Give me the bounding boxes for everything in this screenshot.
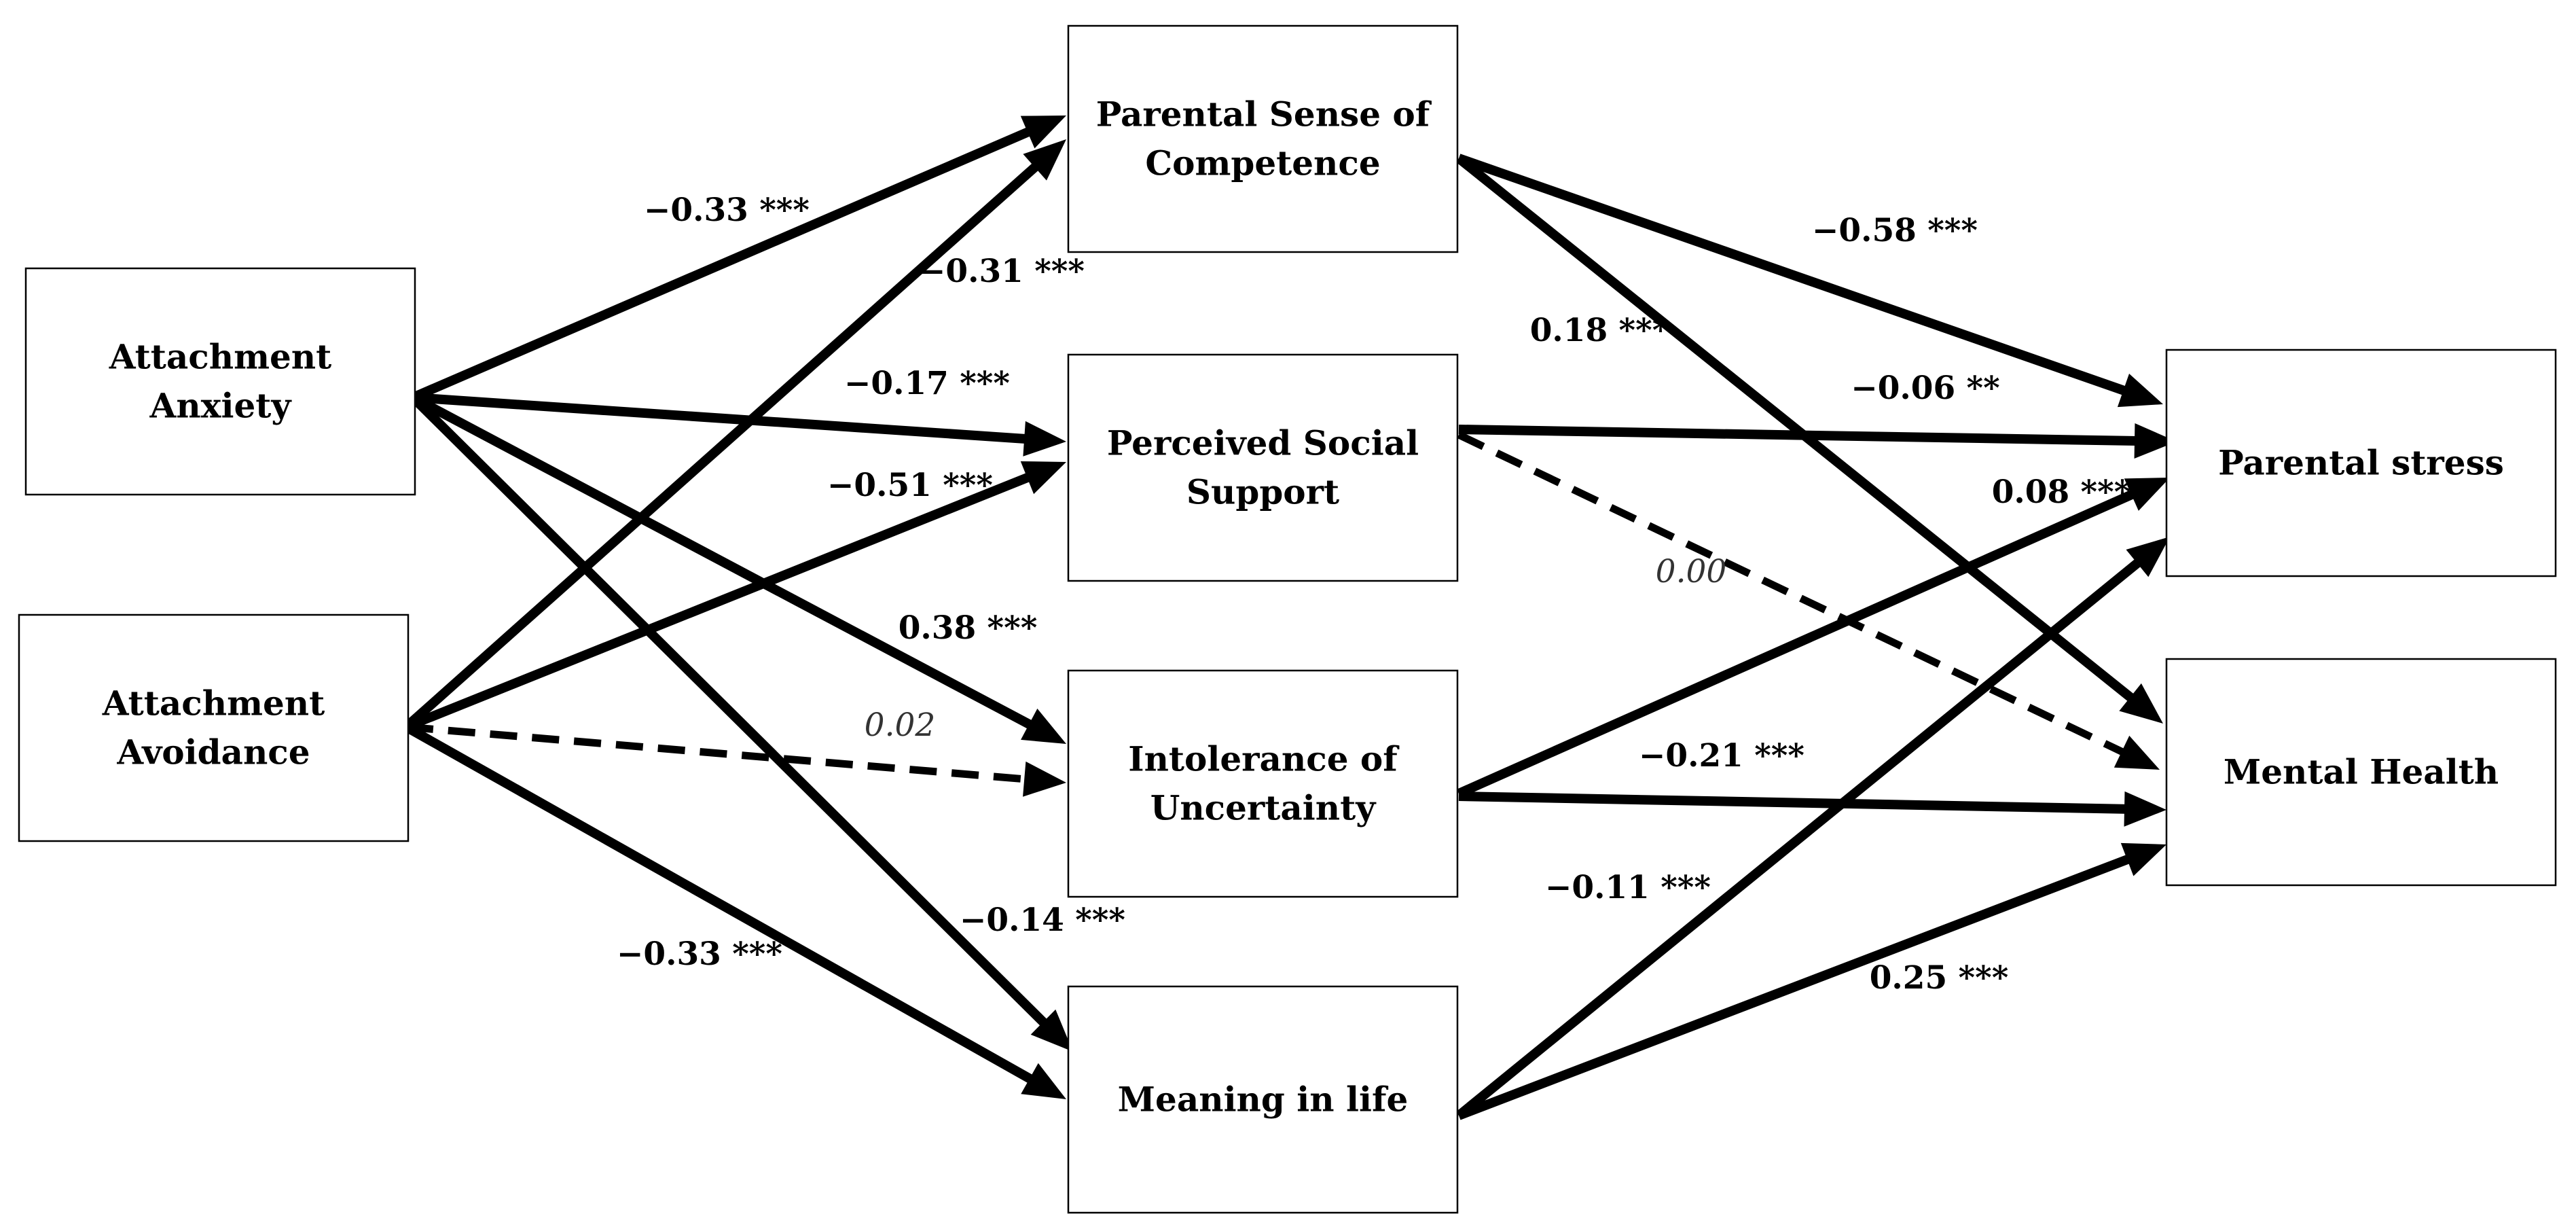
node-label-line: Competence xyxy=(1145,143,1380,183)
path-arrow-meaning-in-life-to-parental-stress xyxy=(1455,537,2170,1120)
coefficient-label: 0.18 *** xyxy=(1530,312,1669,349)
arrow-line-dashed xyxy=(1457,431,2126,756)
path-arrow-attachment-avoidance-to-meaning-in-life xyxy=(403,722,1066,1099)
node-box xyxy=(18,613,410,842)
node-box xyxy=(1067,985,1459,1214)
node-label-line: Uncertainty xyxy=(1150,788,1377,828)
coefficient-label: 0.08 *** xyxy=(1992,474,2131,511)
coefficient-label: −0.14 *** xyxy=(960,902,1125,939)
coefficient-label: 0.38 *** xyxy=(899,609,1038,647)
node-label-line: Parental stress xyxy=(2218,443,2504,483)
arrow-line xyxy=(1457,154,2128,396)
coefficient-label: −0.11 *** xyxy=(1545,869,1711,906)
path-arrow-intolerance-of-uncertainty-to-parental-stress xyxy=(1457,478,2170,798)
arrowhead-icon xyxy=(1023,139,1066,181)
arrowhead-icon xyxy=(2126,537,2170,577)
coefficient-label: −0.17 *** xyxy=(844,365,1010,402)
arrow-line xyxy=(1457,489,2136,798)
coefficient-label: −0.06 ** xyxy=(1851,370,1999,407)
node-parental-stress: Parental stress xyxy=(2165,349,2557,577)
path-arrow-attachment-anxiety-to-meaning-in-life xyxy=(410,394,1073,1052)
arrowhead-icon xyxy=(1020,115,1066,149)
node-parental-sense-of-competence: Parental Sense of Competence xyxy=(1067,24,1459,253)
coefficient-label: 0.00 xyxy=(1656,553,1727,590)
path-arrow-parental-sense-of-competence-to-parental-stress xyxy=(1457,154,2163,408)
coefficient-label: −0.21 *** xyxy=(1639,737,1804,774)
arrow-line xyxy=(404,472,1032,732)
path-arrow-perceived-social-support-to-parental-stress xyxy=(1458,423,2177,459)
node-label-line: Avoidance xyxy=(116,732,310,772)
node-label-line: Intolerance of xyxy=(1128,739,1400,779)
coefficient-label: −0.33 *** xyxy=(644,192,810,229)
node-label-line: Attachment xyxy=(102,683,325,724)
arrow-line xyxy=(403,162,1040,731)
arrow-line xyxy=(411,126,1032,402)
node-box xyxy=(2165,658,2557,887)
arrow-line xyxy=(1457,854,2132,1120)
arrow-line xyxy=(1458,791,2128,814)
path-arrow-attachment-avoidance-to-intolerance-of-uncertainty xyxy=(405,723,1066,797)
arrowhead-icon xyxy=(2134,423,2177,459)
arrowhead-icon xyxy=(1030,1009,1073,1052)
arrowhead-icon xyxy=(2124,791,2166,827)
coefficient-labels: −0.33 *** −0.31 *** −0.17 *** −0.51 *** 0.38… xyxy=(617,192,2130,997)
arrowhead-icon xyxy=(2117,374,2163,408)
node-label-line: Perceived Social xyxy=(1107,423,1419,463)
coefficient-label: 0.02 xyxy=(865,707,936,744)
arrow-line xyxy=(410,393,1034,730)
node-label-line: Mental Health xyxy=(2224,752,2499,792)
node-label-line: Anxiety xyxy=(149,386,293,426)
node-mental-health: Mental Health xyxy=(2165,658,2557,887)
node-label-line: Attachment xyxy=(109,337,331,377)
node-box xyxy=(1067,669,1459,898)
arrowhead-icon xyxy=(1023,421,1066,457)
arrow-line xyxy=(410,394,1049,1028)
arrowhead-icon xyxy=(2114,735,2160,770)
node-box xyxy=(2165,349,2557,577)
arrow-line xyxy=(1455,154,2136,703)
node-meaning-in-life: Meaning in life xyxy=(1067,985,1459,1214)
node-box xyxy=(1067,353,1459,582)
node-intolerance-of-uncertainty: Intolerance of Uncertainty xyxy=(1067,669,1459,898)
path-arrow-attachment-anxiety-to-parental-sense-of-competence xyxy=(411,115,1066,402)
arrow-line xyxy=(1455,558,2143,1120)
node-label-line: Support xyxy=(1186,472,1339,512)
arrowhead-icon xyxy=(2124,478,2170,511)
arrowhead-icon xyxy=(1023,761,1066,797)
node-box xyxy=(24,267,416,496)
arrowhead-icon xyxy=(2120,842,2166,876)
path-arrow-attachment-anxiety-to-intolerance-of-uncertainty xyxy=(410,393,1066,744)
arrowhead-icon xyxy=(2119,683,2163,724)
path-arrow-perceived-social-support-to-mental-health xyxy=(1457,431,2160,770)
arrowhead-icon xyxy=(1021,708,1066,744)
coefficient-label: −0.51 *** xyxy=(827,467,993,504)
variable-boxes: AttachmentAnxietyAttachmentAvoidancePare… xyxy=(18,24,2557,1214)
node-box xyxy=(1067,24,1459,253)
path-arrows xyxy=(403,115,2177,1120)
node-label-line: Parental Sense of xyxy=(1096,94,1432,135)
path-arrow-parental-sense-of-competence-to-mental-health xyxy=(1455,154,2163,724)
coefficient-label: −0.31 *** xyxy=(919,253,1085,290)
coefficient-label: −0.58 *** xyxy=(1812,212,1978,249)
node-label-line: Meaning in life xyxy=(1118,1080,1409,1120)
path-arrow-attachment-avoidance-to-perceived-social-support xyxy=(404,461,1066,732)
path-arrow-meaning-in-life-to-mental-health xyxy=(1457,842,2166,1120)
coefficient-label: 0.25 *** xyxy=(1870,959,2009,997)
arrowhead-icon xyxy=(1020,461,1066,495)
path-arrow-attachment-avoidance-to-parental-sense-of-competence xyxy=(403,139,1066,731)
arrow-line xyxy=(403,722,1034,1084)
arrow-line xyxy=(1458,425,2138,446)
arrow-line-dashed xyxy=(405,723,1028,783)
coefficient-label: −0.33 *** xyxy=(617,936,782,973)
path-arrow-intolerance-of-uncertainty-to-mental-health xyxy=(1458,791,2166,827)
arrow-line xyxy=(412,393,1028,444)
arrowhead-icon xyxy=(1021,1063,1066,1099)
path-arrow-attachment-anxiety-to-perceived-social-support xyxy=(412,393,1066,457)
